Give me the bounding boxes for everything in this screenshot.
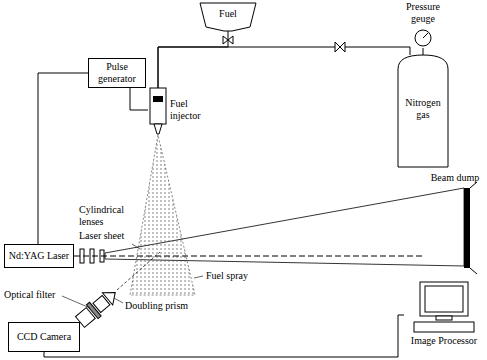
node-label: Pressure geuge — [398, 1, 448, 25]
node-label: Fuel — [200, 8, 256, 20]
part-label: Optical filter — [3, 289, 56, 301]
node-label: Beam dump — [425, 172, 485, 184]
node-label: Nd:YAG Laser — [7, 250, 71, 262]
beam-dump: Beam dump — [425, 170, 485, 270]
laser-box: Nd:YAG Laser — [4, 244, 74, 268]
pipe-wire — [130, 88, 148, 110]
ccd-camera: CCD Camera — [8, 322, 80, 352]
part-label: Laser sheet — [78, 230, 125, 242]
leader-line — [132, 244, 140, 249]
view-axis — [117, 252, 160, 290]
beam-dump-outline — [425, 170, 485, 270]
pipe-wire — [158, 47, 410, 88]
gas-cylinder: Nitrogen gas — [398, 55, 448, 167]
laser-beam — [74, 256, 425, 257]
pipe-wire — [158, 31, 228, 88]
pulse-generator: Pulse generator — [88, 58, 146, 88]
valve — [335, 42, 345, 52]
node-label: Pulse generator — [91, 61, 143, 85]
leader-line — [114, 298, 123, 303]
fuel-injector: Fuel injector — [148, 88, 216, 136]
part-label: Doubling prism — [124, 300, 189, 312]
image-processor: Image Processor — [404, 280, 484, 350]
node-label: Nitrogen gas — [400, 97, 446, 121]
fuel-tank: Fuel — [200, 3, 256, 31]
fuel-spray — [130, 135, 195, 295]
node-label: Fuel injector — [170, 98, 216, 122]
pipe-wire — [44, 315, 404, 357]
pressure-gauge: Pressure geuge — [398, 0, 448, 48]
part-label: Cylindrical lenses — [78, 204, 138, 228]
node-label: CCD Camera — [11, 331, 77, 343]
pipe-wire — [423, 48, 424, 55]
valve — [223, 36, 233, 44]
leader-line — [194, 276, 203, 278]
node-label: Image Processor — [404, 335, 484, 347]
camera-optics — [74, 286, 121, 329]
part-label: Fuel spray — [205, 270, 249, 282]
leader-line — [62, 296, 90, 308]
